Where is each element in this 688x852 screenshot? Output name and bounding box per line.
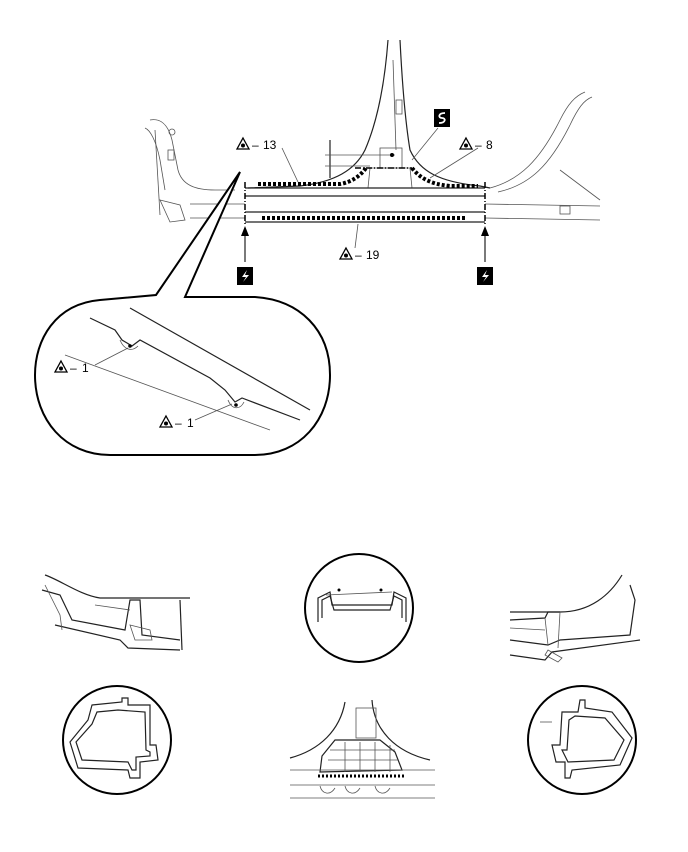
callout-dash: – [175,416,182,430]
magnified-detail-bubble [33,171,332,456]
b-pillar-base-view [289,699,435,799]
section-circle-top-center [304,553,414,663]
callout-number-19: 19 [366,248,380,262]
section-circle-bottom-left [62,685,172,795]
spot-weld-icon [236,137,250,150]
spot-weld-icon [459,137,473,150]
lightning-cut-icon [237,267,253,285]
rear-sill-end-view [509,574,641,663]
callout-dash: – [475,138,482,152]
callout-dash: – [355,248,362,262]
main-side-view [144,39,601,262]
callout-8: – 8 [459,137,493,152]
callout-13: – 13 [236,137,277,152]
callout-detail-1a: – 1 [54,360,89,375]
front-sill-end-view [41,574,190,651]
callout-number-1: 1 [82,361,89,375]
callout-dash: – [70,361,77,375]
callout-number-8: 8 [486,138,493,152]
callout-number-13: 13 [263,138,277,152]
section-circle-bottom-right [527,685,637,795]
callout-dash: – [252,138,259,152]
callout-detail-1b: – 1 [159,415,194,430]
callout-number-1: 1 [187,416,194,430]
callout-19: – 19 [339,247,380,262]
saw-cut-icon [433,108,451,128]
lightning-cut-icon [477,267,493,285]
spot-weld-icon [339,247,353,260]
